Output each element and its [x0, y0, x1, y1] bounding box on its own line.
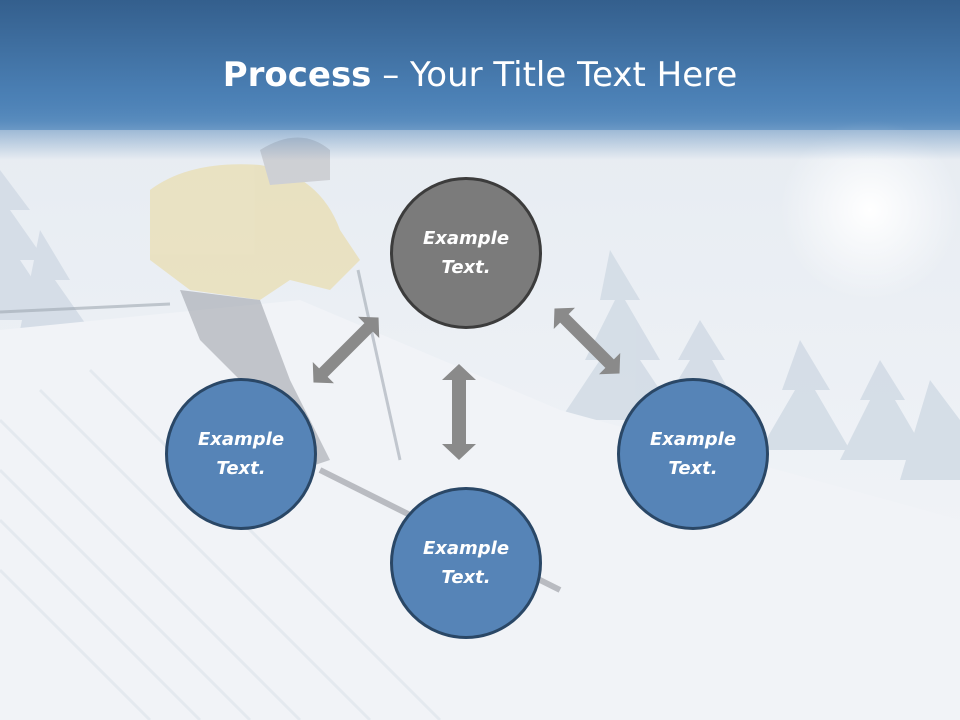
- slide-title: Process – Your Title Text Here: [0, 52, 960, 98]
- node-left-line1: Example: [197, 429, 285, 450]
- arrow-center-bottom: [442, 364, 476, 460]
- title-rest: – Your Title Text Here: [371, 55, 738, 95]
- arrow-center-left: [312, 316, 380, 384]
- node-center: Example Text.: [390, 177, 542, 329]
- title-bold: Process: [222, 55, 372, 95]
- node-left: Example Text.: [165, 378, 317, 530]
- node-left-line2: Text.: [216, 458, 266, 479]
- node-center-line1: Example: [422, 228, 510, 249]
- arrow-center-right: [553, 307, 621, 375]
- node-bottom-line2: Text.: [441, 567, 491, 588]
- node-bottom: Example Text.: [390, 487, 542, 639]
- node-right-line1: Example: [649, 429, 737, 450]
- node-right-line2: Text.: [668, 458, 718, 479]
- node-bottom-line1: Example: [422, 538, 510, 559]
- node-center-line2: Text.: [441, 257, 491, 278]
- node-right: Example Text.: [617, 378, 769, 530]
